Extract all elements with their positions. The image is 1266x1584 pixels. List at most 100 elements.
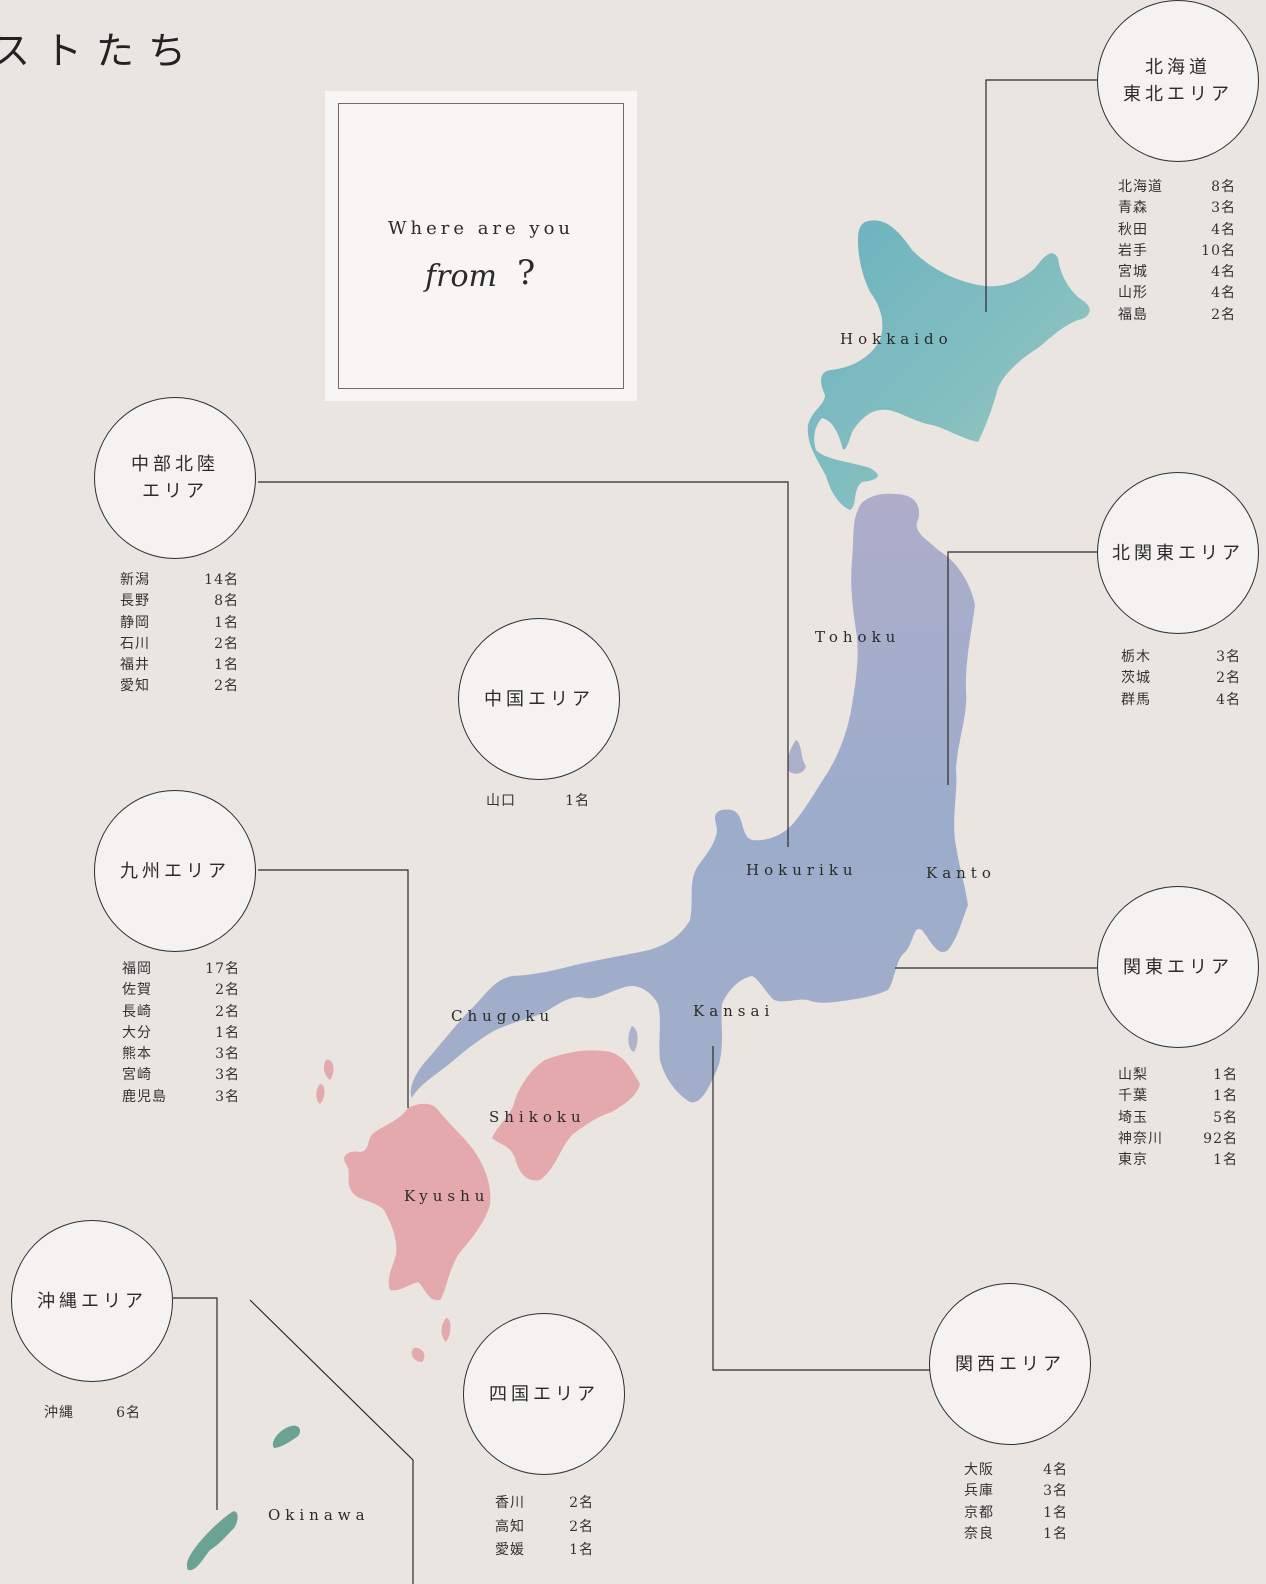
map-label-okinawa: Okinawa xyxy=(268,1506,370,1524)
prefecture-name: 長野 xyxy=(120,593,150,610)
amami-island-shape xyxy=(272,1425,301,1448)
prefecture-name: 沖縄 xyxy=(44,1405,74,1421)
prefecture-name: 京都 xyxy=(964,1504,994,1521)
prefecture-row: 福岡 17名 xyxy=(122,959,240,980)
prefecture-count: 6名 xyxy=(116,1405,141,1421)
prefecture-count: 17名 xyxy=(205,961,240,977)
area-circle-chugoku: 中国エリア xyxy=(458,618,620,780)
map-label-tohoku: Tohoku xyxy=(815,628,901,646)
prefecture-row: 群馬 4名 xyxy=(1121,690,1241,711)
prefecture-count: 4名 xyxy=(1043,1462,1068,1478)
prefecture-row: 静岡 1名 xyxy=(120,613,239,634)
from-script-text: from ? xyxy=(423,253,535,294)
connector-chubu-hokuriku xyxy=(258,481,789,847)
page-heading-fragment: ストたち xyxy=(0,29,201,73)
prefecture-name: 山形 xyxy=(1118,285,1148,302)
hokkaido-shape xyxy=(807,220,1090,511)
prefecture-name: 福岡 xyxy=(122,961,152,977)
goto-island-shape xyxy=(323,1059,334,1080)
prefecture-name: 佐賀 xyxy=(122,982,152,999)
prefecture-name: 岩手 xyxy=(1118,242,1148,259)
connector-lines xyxy=(173,79,1097,1584)
prefecture-name: 大阪 xyxy=(964,1462,994,1478)
prefecture-name: 山口 xyxy=(486,793,516,809)
prefecture-count: 4名 xyxy=(1211,221,1236,238)
prefecture-name: 群馬 xyxy=(1121,691,1151,708)
area-circle-kanto: 関東エリア xyxy=(1097,886,1259,1048)
prefecture-count: 10名 xyxy=(1201,242,1236,259)
prefecture-name: 静岡 xyxy=(120,614,150,631)
prefecture-count: 4名 xyxy=(1211,264,1236,281)
goto-island-2-shape xyxy=(316,1084,325,1104)
prefecture-name: 栃木 xyxy=(1121,649,1151,665)
map-label-kansai: Kansai xyxy=(693,1002,775,1020)
prefecture-name: 埼玉 xyxy=(1118,1109,1148,1126)
prefecture-count: 4名 xyxy=(1211,285,1236,302)
prefecture-name: 香川 xyxy=(495,1495,525,1511)
shikoku-shape xyxy=(492,1050,640,1181)
prefecture-count: 2名 xyxy=(569,1518,594,1535)
prefecture-name: 鹿児島 xyxy=(122,1088,167,1105)
awaji-island-shape xyxy=(628,1026,638,1052)
prefecture-name: 石川 xyxy=(120,635,150,652)
prefecture-list-okinawa: 沖縄 6名 xyxy=(44,1403,141,1424)
map-label-hokuriku: Hokuriku xyxy=(746,861,858,879)
prefecture-name: 長崎 xyxy=(122,1003,152,1020)
prefecture-name: 奈良 xyxy=(964,1525,994,1542)
prefecture-name: 山梨 xyxy=(1118,1067,1148,1083)
prefecture-name: 福井 xyxy=(120,657,150,674)
prefecture-count: 1名 xyxy=(214,657,239,674)
question-mark: ? xyxy=(517,253,535,293)
prefecture-name: 兵庫 xyxy=(964,1483,994,1500)
prefecture-count: 3名 xyxy=(215,1088,240,1105)
area-circle-chubu-hokuriku: 中部北陸 エリア xyxy=(94,397,256,559)
prefecture-count: 1名 xyxy=(1213,1088,1238,1105)
connector-kansai xyxy=(712,1046,930,1371)
area-circle-kita-kanto: 北関東エリア xyxy=(1097,472,1259,634)
prefecture-name: 茨城 xyxy=(1121,670,1151,687)
prefecture-count: 1名 xyxy=(1213,1152,1238,1169)
prefecture-count: 3名 xyxy=(1211,200,1236,217)
prefecture-row: 埼玉 5名 xyxy=(1118,1108,1238,1129)
prefecture-count: 2名 xyxy=(1216,670,1241,687)
map-label-hokkaido: Hokkaido xyxy=(840,330,953,348)
prefecture-count: 14名 xyxy=(204,572,239,588)
honshu-shape xyxy=(410,493,975,1103)
connector-kyushu xyxy=(258,869,409,1108)
prefecture-count: 1名 xyxy=(214,614,239,631)
prefecture-count: 4名 xyxy=(1216,691,1241,708)
prefecture-name: 愛知 xyxy=(120,678,150,695)
prefecture-count: 5名 xyxy=(1213,1109,1238,1126)
prefecture-name: 福島 xyxy=(1118,306,1148,323)
tanegashima-shape xyxy=(441,1318,451,1342)
prefecture-name: 愛媛 xyxy=(495,1542,525,1558)
map-label-shikoku: Shikoku xyxy=(489,1108,586,1126)
script-word: from xyxy=(423,259,497,294)
prefecture-row: 沖縄 6名 xyxy=(44,1403,141,1424)
card-frame: Where are you from ? xyxy=(338,103,624,389)
map-label-kanto: Kanto xyxy=(926,864,996,882)
